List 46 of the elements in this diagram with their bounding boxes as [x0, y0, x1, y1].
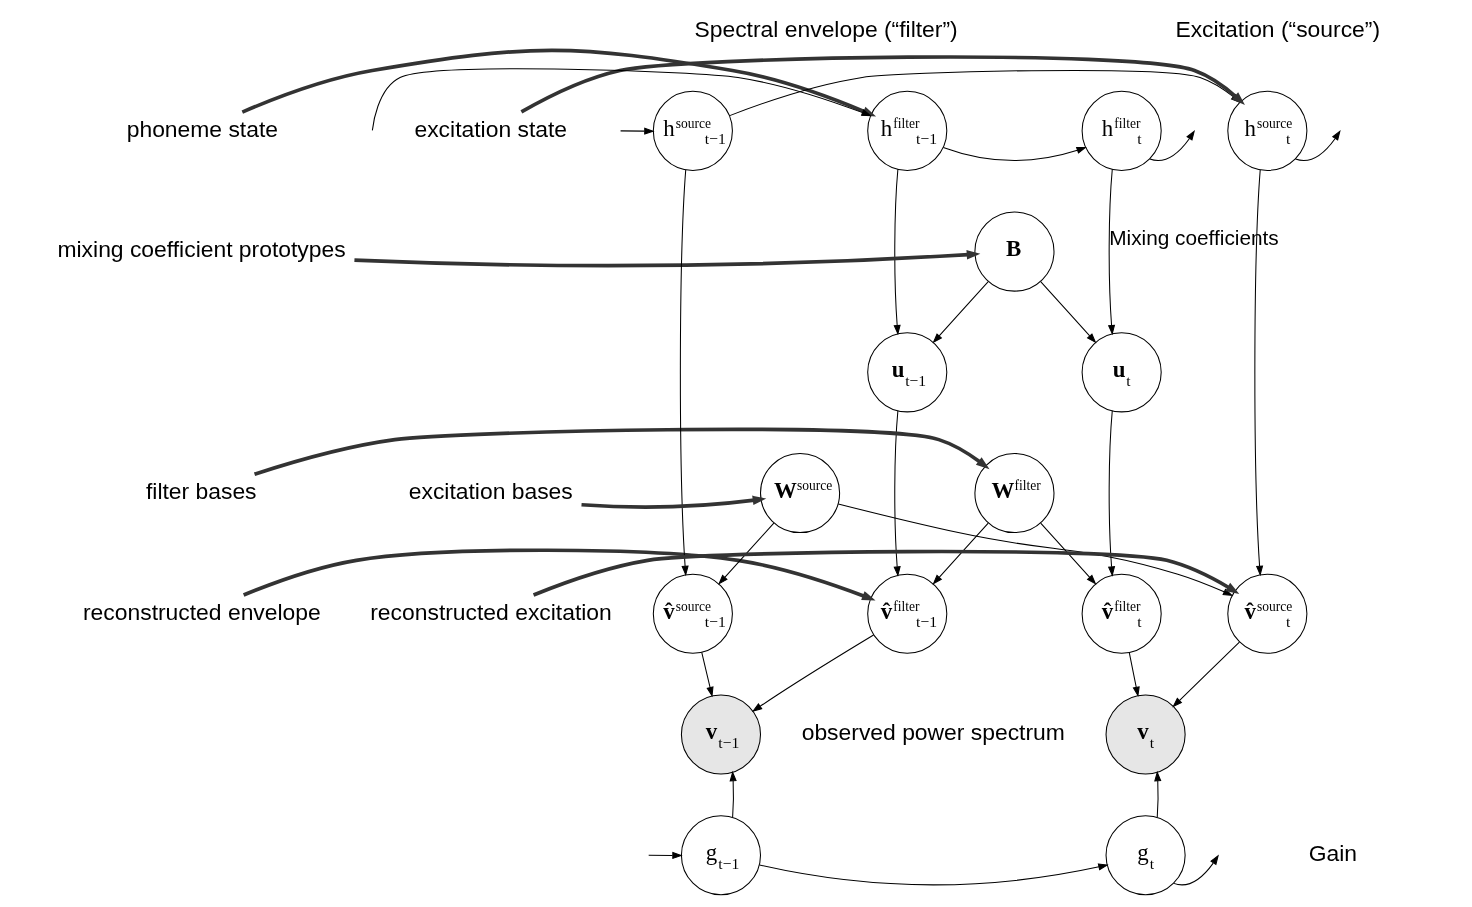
- node-text: reconstructed excitation: [369, 598, 612, 625]
- arrow: [1128, 652, 1140, 698]
- arrow: [729, 770, 737, 818]
- arrow: [1148, 130, 1195, 161]
- arrow: [837, 503, 1233, 596]
- node-text: excitation bases: [408, 477, 573, 504]
- arrow: [758, 863, 1109, 886]
- node-circle: W$^{source}$: [759, 453, 840, 534]
- label: Spectral envelope (“filter”): [693, 15, 958, 42]
- arrow: [1171, 641, 1240, 708]
- node-circle: B: [973, 211, 1054, 292]
- arrow: [1172, 854, 1219, 886]
- arrow: [242, 548, 876, 601]
- arrow: [1294, 130, 1341, 161]
- arrow: [893, 168, 901, 336]
- arrow: [580, 495, 766, 509]
- arrow: [1107, 168, 1115, 336]
- arrow: [932, 522, 989, 585]
- label: observed power spectrum: [801, 719, 1065, 746]
- label: Gain: [1308, 840, 1357, 867]
- node-circle: g$_{t}$: [1105, 815, 1186, 896]
- arrow: [932, 281, 989, 344]
- node-text: reconstructed envelope: [82, 598, 321, 625]
- arrow: [700, 651, 714, 698]
- arrow: [751, 634, 874, 712]
- arrow: [253, 427, 989, 476]
- node-text: excitation state: [413, 115, 567, 142]
- node-text: mixing coefficient prototypes: [56, 236, 346, 263]
- arrow: [1253, 169, 1263, 577]
- arrow: [353, 249, 980, 268]
- arrow: [1039, 281, 1096, 344]
- arrow: [647, 851, 683, 860]
- node-circle: g$_{t−1}$: [680, 815, 761, 896]
- arrow: [520, 55, 1245, 114]
- arrow: [619, 127, 655, 135]
- arrow: [1107, 410, 1115, 577]
- arrow: [893, 410, 901, 577]
- arrow: [717, 522, 774, 585]
- label: Excitation (“source”): [1174, 15, 1380, 42]
- arrow: [532, 549, 1239, 597]
- node-text: phoneme state: [126, 115, 278, 142]
- arrow: [1039, 522, 1096, 585]
- arrow: [1153, 770, 1161, 818]
- node-text: filter bases: [145, 477, 257, 504]
- arrow: [679, 169, 689, 577]
- arrow: [942, 146, 1087, 161]
